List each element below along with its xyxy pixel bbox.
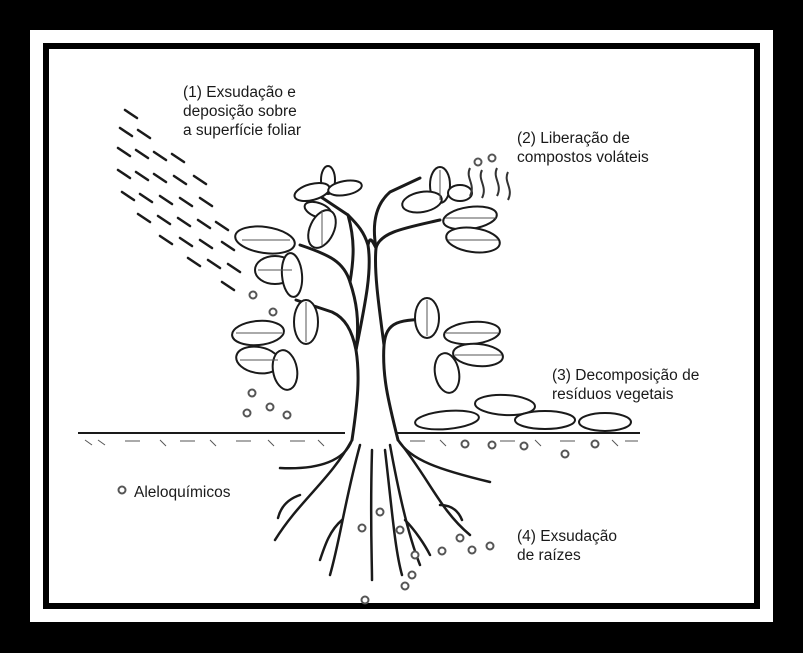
label-volatiles-line-2: compostos voláteis [517, 148, 649, 167]
volatile-wisps [469, 168, 510, 200]
soil-surface [78, 433, 640, 446]
frame-inner-black-line [46, 46, 757, 606]
label-exudation-leaf-line-2: deposição sobre [183, 102, 301, 121]
label-root-exudation: (4) Exsudação de raízes [517, 527, 617, 565]
label-decomposition-line-1: (3) Decomposição de [552, 366, 699, 385]
label-exudation-leaf: (1) Exsudação e deposição sobre a superf… [183, 83, 301, 140]
label-exudation-leaf-line-3: a superfície foliar [183, 121, 301, 140]
label-root-exudation-line-2: de raízes [517, 546, 617, 565]
legend-allelochemicals: Aleloquímicos [134, 483, 231, 502]
label-decomposition: (3) Decomposição de resíduos vegetais [552, 366, 699, 404]
label-volatiles-line-1: (2) Liberação de [517, 129, 649, 148]
label-root-exudation-line-1: (4) Exsudação [517, 527, 617, 546]
label-exudation-leaf-line-1: (1) Exsudação e [183, 83, 301, 102]
label-volatiles: (2) Liberação de compostos voláteis [517, 129, 649, 167]
label-decomposition-line-2: resíduos vegetais [552, 385, 699, 404]
